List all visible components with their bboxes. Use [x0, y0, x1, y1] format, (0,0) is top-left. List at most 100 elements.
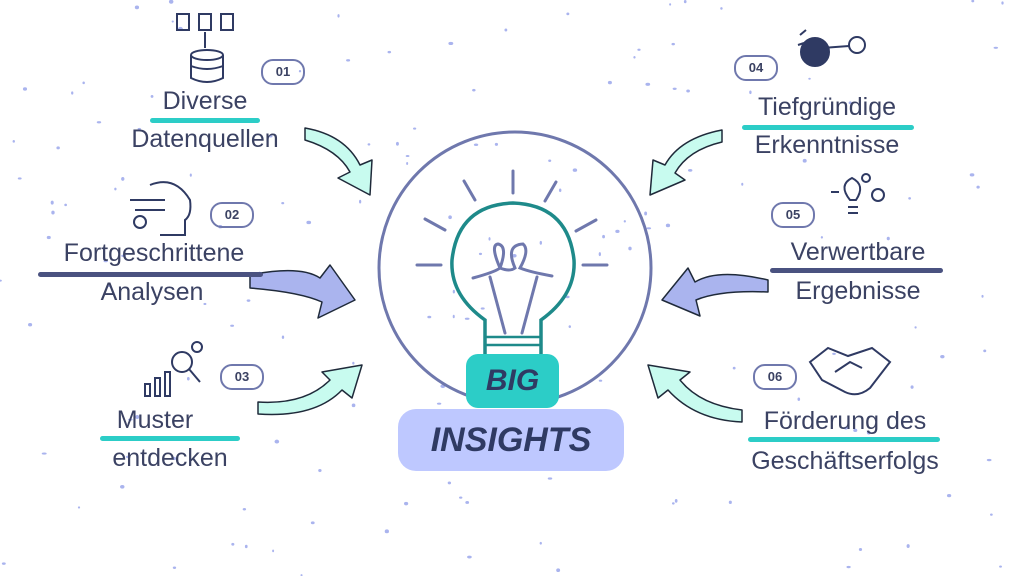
speckle	[125, 455, 131, 459]
speckle	[637, 48, 641, 51]
speckle	[568, 325, 571, 329]
database-icon	[176, 13, 234, 83]
speckle	[665, 223, 671, 228]
speckle	[395, 141, 399, 146]
arrow-02	[249, 264, 356, 319]
speckle	[168, 0, 174, 4]
speckle	[1, 562, 6, 565]
speckle	[128, 418, 133, 421]
arrow-05	[661, 267, 769, 317]
speckle	[1001, 1, 1004, 5]
speckle	[413, 127, 417, 130]
speckle	[602, 234, 605, 239]
speckle	[406, 162, 409, 165]
speckle	[108, 284, 112, 288]
speckle	[244, 544, 248, 549]
arrow-04	[649, 129, 723, 196]
speckle	[644, 211, 648, 216]
speckle	[448, 41, 454, 46]
speckle	[728, 500, 732, 504]
speckle	[51, 210, 55, 215]
speckle	[615, 229, 620, 234]
speckle	[436, 402, 442, 405]
badge-05: 05	[771, 202, 815, 228]
underline-03	[100, 436, 240, 441]
speckle	[464, 317, 470, 320]
speckle	[137, 127, 141, 131]
speckle	[646, 227, 652, 230]
speckle	[820, 236, 824, 239]
speckle	[473, 143, 479, 147]
speckle	[572, 168, 578, 172]
speckle	[797, 397, 801, 401]
arrow-03	[257, 364, 363, 416]
speckle	[607, 80, 612, 85]
speckle	[683, 0, 687, 4]
speckle	[135, 415, 140, 419]
speckle	[671, 42, 675, 46]
speckle	[359, 199, 362, 204]
speckle	[448, 215, 452, 220]
speckle	[467, 555, 472, 559]
speckle	[598, 252, 601, 257]
speckle	[671, 502, 675, 505]
speckle	[539, 541, 542, 545]
speckle	[103, 260, 108, 263]
speckle	[848, 101, 852, 105]
speckle	[404, 501, 409, 506]
speckle	[808, 77, 811, 80]
speckle	[22, 87, 28, 91]
speckle	[28, 323, 33, 327]
badge-03: 03	[220, 364, 264, 390]
item-01-line1: Diverse	[162, 87, 248, 115]
speckle	[56, 146, 60, 150]
speckle	[351, 403, 356, 408]
speckle	[910, 385, 914, 389]
speckle	[633, 55, 636, 59]
speckle	[281, 335, 285, 339]
speckle	[64, 203, 67, 207]
arrow-01	[304, 127, 373, 196]
bulb-gear-icon	[831, 173, 885, 214]
underline-02	[38, 272, 263, 277]
badge-02: 02	[210, 202, 254, 228]
speckle	[41, 452, 47, 455]
speckle	[488, 237, 491, 241]
speckle	[999, 565, 1002, 568]
speckle	[720, 7, 723, 10]
speckle	[82, 81, 85, 85]
underline-01	[150, 118, 260, 123]
speckle	[172, 566, 177, 569]
speckle	[556, 568, 561, 573]
speckle	[459, 496, 463, 499]
speckle	[566, 12, 570, 16]
speckle	[367, 143, 371, 146]
speckle	[686, 89, 690, 93]
speckle	[908, 197, 911, 200]
speckle	[120, 484, 125, 489]
speckle	[741, 182, 744, 186]
item-04-line2: Erkenntnisse	[754, 131, 900, 159]
speckle	[969, 173, 975, 177]
speckle	[478, 252, 483, 256]
speckle	[539, 240, 542, 245]
speckle	[906, 544, 910, 548]
speckle	[511, 254, 517, 258]
speckle	[171, 20, 174, 23]
speckle	[981, 294, 984, 298]
speckle	[832, 352, 836, 355]
speckle	[558, 188, 562, 193]
speckle	[71, 91, 74, 95]
speckle	[384, 529, 389, 534]
speckle	[452, 289, 455, 294]
badge-01: 01	[261, 59, 305, 85]
speckle	[46, 235, 51, 240]
speckle	[688, 169, 693, 172]
item-02-line2: Analysen	[100, 278, 204, 306]
speckle	[231, 542, 235, 546]
item-02-line1: Fortgeschrittene	[63, 239, 245, 267]
key-icon	[797, 29, 866, 67]
speckle	[272, 549, 275, 553]
speckle	[976, 185, 980, 189]
